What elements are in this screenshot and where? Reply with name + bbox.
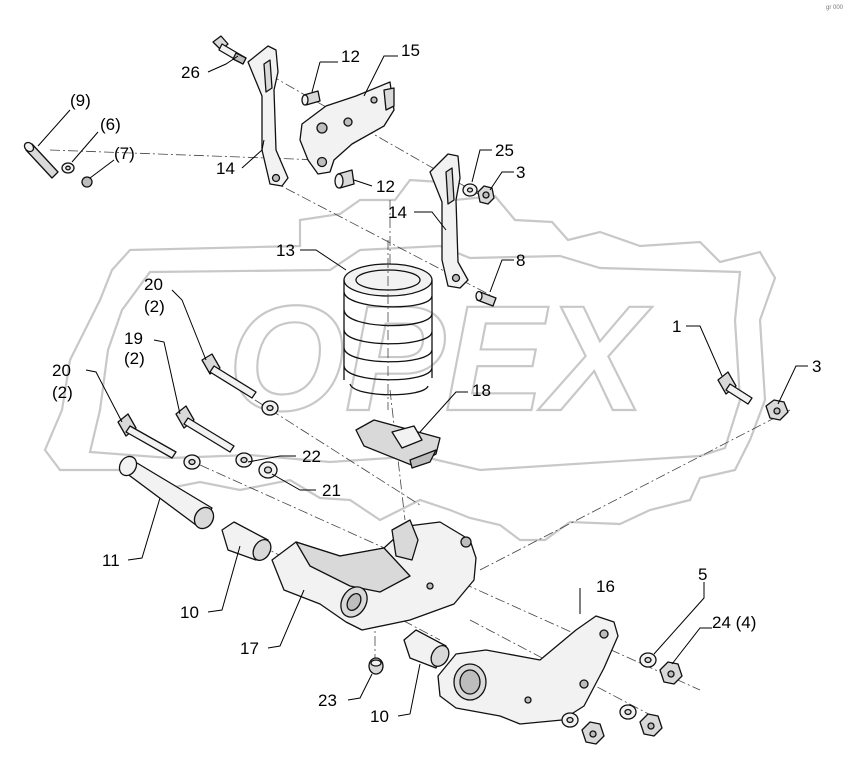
nut-part-24-mid — [639, 713, 663, 737]
callout-26: 26 — [181, 63, 200, 82]
callout-14-right: 14 — [388, 203, 407, 222]
watermark-text: OPEX — [228, 274, 653, 442]
washer-part-25 — [462, 183, 478, 197]
link-arm-part-14-right — [429, 153, 469, 289]
washer-part-22 — [235, 452, 253, 468]
callout-20-upper-qty: (2) — [144, 297, 165, 316]
callout-7: (7) — [114, 144, 135, 163]
callout-22: 22 — [302, 447, 321, 466]
callout-14-left: 14 — [216, 159, 235, 178]
leader-lines — [37, 55, 808, 717]
bolt-part-1 — [717, 371, 753, 405]
callout-8: 8 — [516, 251, 525, 270]
callout-15: 15 — [401, 41, 420, 60]
tube-part-11 — [118, 455, 215, 530]
bushing-part-12-lower — [334, 169, 355, 189]
callout-3-right: 3 — [812, 357, 821, 376]
bushing-part-10-lower — [403, 629, 450, 669]
bushing-part-23 — [368, 657, 384, 675]
washer-part-20-upper — [261, 400, 279, 416]
bolt-part-26 — [212, 35, 247, 65]
bolt-part-19 — [175, 405, 235, 453]
washer-part-5-lower — [561, 712, 579, 728]
callout-25: 25 — [495, 141, 514, 160]
watermark-logo: OPEX — [43, 178, 777, 542]
bolt-part-20-left — [117, 413, 177, 459]
bolt-part-20-upper — [201, 353, 257, 399]
bracket-part-16 — [437, 615, 619, 725]
callout-labels: 26 12 15 (9) (6) (7) 14 25 3 12 14 13 8 … — [52, 41, 821, 726]
callout-10-upper: 10 — [180, 603, 199, 622]
corner-mark: gr 000 — [826, 5, 844, 11]
callout-13: 13 — [276, 241, 295, 260]
callout-10-lower: 10 — [370, 707, 389, 726]
pin-part-8 — [475, 290, 497, 307]
callout-19-qty: (2) — [124, 349, 145, 368]
clip-part-7 — [81, 176, 93, 188]
callout-20-left: 20 — [52, 361, 71, 380]
callout-3-top: 3 — [516, 163, 525, 182]
callout-17: 17 — [240, 639, 259, 658]
link-arm-part-14-left — [247, 45, 289, 187]
bushing-part-12-top — [301, 90, 321, 106]
callout-21: 21 — [322, 481, 341, 500]
callout-12-lower: 12 — [376, 177, 395, 196]
callout-5: 5 — [698, 565, 707, 584]
callout-20-upper: 20 — [144, 275, 163, 294]
nut-part-3-top — [477, 185, 495, 205]
bushing-part-10-upper — [221, 521, 272, 561]
callout-6: (6) — [100, 115, 121, 134]
callout-23: 23 — [318, 691, 337, 710]
callout-20-left-qty: (2) — [52, 383, 73, 402]
callout-11: 11 — [102, 551, 120, 570]
callout-16: 16 — [596, 577, 615, 596]
washer-part-6 — [61, 162, 75, 174]
nut-part-3-right — [765, 399, 789, 421]
callout-12-top: 12 — [341, 47, 360, 66]
callout-24: 24 (4) — [712, 613, 756, 632]
swing-arm-part-17 — [271, 519, 477, 631]
washer-part-5-mid — [619, 704, 637, 720]
nut-part-24-upper — [659, 661, 683, 685]
callout-18: 18 — [472, 381, 491, 400]
pin-part-9 — [23, 141, 59, 179]
bracket-plate-part-15 — [299, 81, 395, 175]
coil-spring-part-13 — [343, 240, 433, 410]
callout-1: 1 — [672, 317, 681, 336]
callout-9: (9) — [70, 91, 91, 110]
nut-part-24-lower — [581, 721, 605, 745]
washer-part-22-left — [183, 454, 201, 470]
spring-seat-part-18 — [355, 419, 441, 469]
callout-19: 19 — [124, 329, 143, 348]
washer-part-5-upper — [639, 652, 657, 668]
